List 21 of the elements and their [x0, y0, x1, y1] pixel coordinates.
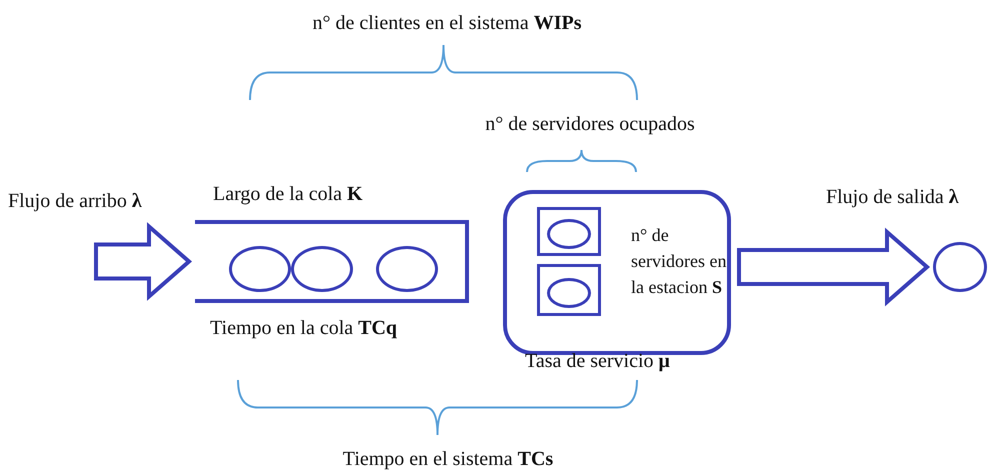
brace-label: Tiempo en el sistema TCs: [342, 448, 554, 471]
brace-label: n° de servidores ocupados: [485, 113, 695, 136]
customer-circle: [933, 242, 987, 292]
server-box: [537, 264, 601, 316]
brace-label: n° de clientes en el sistema WIPs: [312, 12, 582, 35]
station-box: [503, 190, 731, 355]
queue-box: [195, 220, 469, 303]
station-text: n° de servidores en la estacion S: [631, 224, 728, 299]
customer-circle: [229, 246, 291, 292]
edge-label: Flujo de arribo λ: [8, 190, 142, 213]
block-arrow: [94, 222, 192, 301]
customer-circle: [376, 246, 438, 292]
edge-label: Flujo de salida λ: [826, 186, 959, 209]
server-ellipse: [547, 278, 591, 308]
node-caption: Tiempo en la cola TCq: [210, 317, 398, 340]
node-caption: Tasa de servicio μ: [525, 350, 670, 373]
block-arrow: [737, 228, 930, 306]
node-caption: Largo de la cola K: [213, 183, 363, 206]
server-box: [537, 207, 601, 256]
server-ellipse: [547, 219, 591, 249]
customer-circle: [291, 246, 353, 292]
